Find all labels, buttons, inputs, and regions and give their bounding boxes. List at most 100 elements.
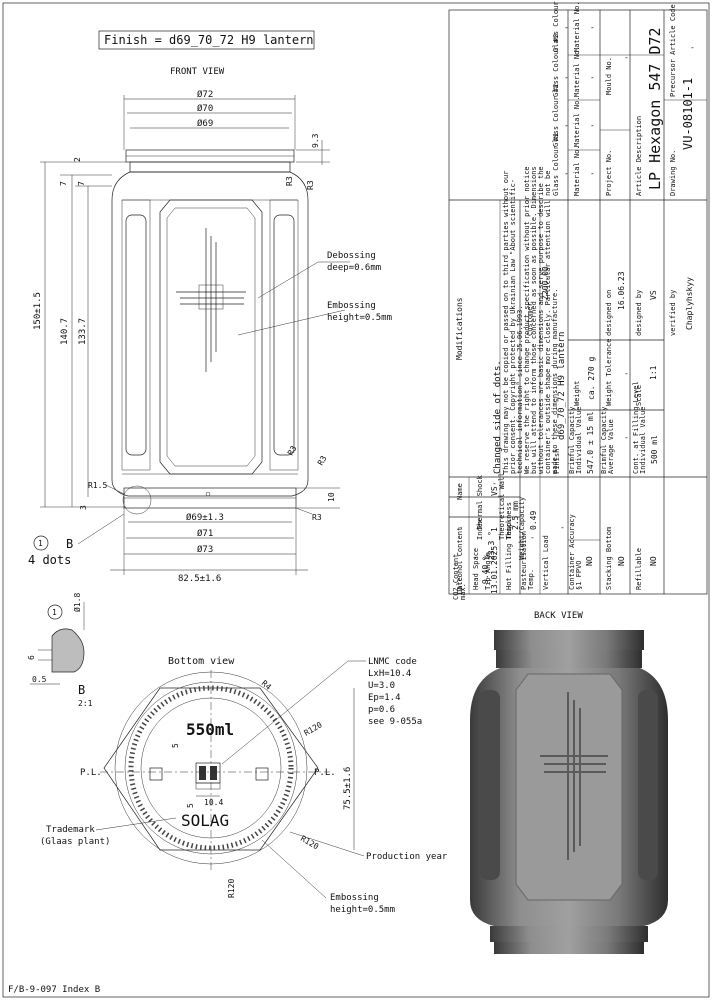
hotfill-label: Hot Filling Temp.	[505, 518, 513, 590]
dash-7: -	[564, 121, 569, 130]
wall-label-1: Theoretical Wall	[498, 473, 506, 540]
mould-label: Mould No.	[605, 57, 613, 95]
note-7: container's outside shape more closely. …	[544, 171, 552, 474]
weight-label: Weight	[573, 381, 581, 406]
dim-9-3: 9.3	[311, 133, 320, 148]
tip-label: Tip Angle	[484, 552, 492, 590]
bottom-view-outline	[100, 670, 330, 870]
note-6: without tolerances are basic dimensions …	[537, 166, 545, 474]
detail-b-scale: 2:1	[78, 699, 93, 708]
brimful-value: 547.0 ± 15 ml	[586, 411, 595, 474]
lnmc-6: see 9-055a	[368, 717, 422, 727]
title-block-frame	[448, 9, 708, 595]
designed-by-label: designed by	[635, 290, 643, 336]
bottom-volume-mark: 550ml	[186, 720, 234, 739]
refillable-value: NO	[649, 556, 658, 566]
note-4: We reserve the right to change product s…	[523, 166, 531, 474]
container-acc-value: NO	[585, 556, 594, 566]
brimful-avg-value: -	[624, 433, 629, 442]
weight-value: ca. 270 g	[587, 356, 596, 400]
pl-left: P.L.	[80, 768, 102, 778]
embossing-note-1: Embossing	[327, 301, 376, 311]
back-view-render	[470, 630, 668, 954]
mod-col-name: Name	[456, 483, 464, 500]
bottom-embossing-1: Embossing	[330, 893, 379, 903]
finish-label: Finish	[553, 449, 561, 474]
brimful-label-1: Brimful Capacity	[568, 407, 576, 474]
detail-b-num: 1	[52, 608, 57, 617]
dash-8: -	[564, 169, 569, 178]
fill-value: 500 ml	[650, 435, 659, 464]
detail-b-shape	[51, 628, 85, 673]
detail-ref-num: 1	[38, 539, 43, 548]
trademark-2: (Glaas plant)	[40, 837, 110, 847]
debossing-note-2: deep=0.6mm	[327, 263, 381, 273]
dim-r3-lower-b: R3	[316, 454, 329, 467]
mod-row-name: VS	[490, 486, 499, 496]
mod-row-date: 13.01.2025	[490, 546, 499, 594]
dim-d73: Ø73	[197, 544, 213, 555]
dim-82-5: 82.5±1.6	[178, 574, 221, 584]
scale-value: 1:1	[649, 365, 658, 380]
weight-tol-label: Weight Tolerance	[605, 339, 613, 406]
dim-7a: 7	[59, 181, 68, 186]
container-acc-label-2: §1 FPVO	[575, 560, 583, 590]
dim-r120-c: R120	[227, 879, 236, 898]
drawing-value: VU-08101-1	[681, 78, 695, 150]
drawing-label: Drawing No.	[669, 150, 677, 196]
customer-label: Customer	[526, 302, 534, 336]
dim-r120-b: R120	[299, 834, 320, 852]
dim-d72: Ø72	[197, 89, 213, 100]
container-acc-label-1: Container Accuracy	[568, 514, 576, 590]
dim-7b: 7	[77, 181, 86, 186]
detail-b-dim6: 6	[27, 655, 36, 660]
cross-emblem	[176, 228, 246, 372]
lnmc-5: p=0.6	[368, 705, 395, 715]
note-3: technical information" since 25.06.1993.	[516, 305, 524, 474]
alcohol-label: Alcohol Content	[456, 527, 464, 590]
bottle-front-base	[122, 485, 297, 515]
material-no-2: Material No.	[573, 46, 581, 97]
thermal-label: Thermal Shock	[476, 474, 484, 530]
bottle-front-neck	[111, 149, 309, 497]
wall-value: 2.5 mm	[511, 501, 520, 530]
designed-on-value: 16.06.23	[617, 271, 626, 310]
trademark-1: Trademark	[46, 825, 95, 835]
note-8: made to these dimensions during manufact…	[551, 289, 559, 474]
glass-colour-4: Glass Colour #4	[552, 0, 560, 52]
embossing-note-2: height=0.5mm	[327, 313, 392, 323]
detail-ref-circle	[33, 535, 49, 551]
scale-label: Scale	[635, 385, 643, 406]
stacking-value: NO	[617, 556, 626, 566]
dash-3: -	[590, 121, 595, 130]
wcap-label: Weight/Capacity	[518, 497, 526, 560]
dim-3: 3	[79, 505, 88, 510]
dim-height-133-7: 133.7	[78, 318, 88, 345]
finish-value: d69_70_72 H9 lantern	[557, 332, 567, 440]
article-label: Article Description	[635, 116, 643, 196]
mould-value: -	[624, 53, 629, 62]
detail-b-dia: Ø1.8	[72, 593, 82, 612]
dim-d69-tol: Ø69±1.3	[186, 512, 224, 523]
customer-value: Z200.00	[541, 266, 550, 300]
dash-6: -	[564, 73, 569, 82]
bottom-embossing-2: height=0.5mm	[330, 905, 395, 915]
dim-10-4: 10.4	[204, 798, 223, 807]
dash-4: -	[590, 169, 595, 178]
dim-height-150: 150±1.5	[33, 292, 43, 330]
weight-tol-value: -	[624, 369, 629, 378]
precursor-label: Precursor Article Code	[669, 4, 677, 97]
co2-label-1: CO2 Content	[452, 554, 460, 600]
designed-by-value: VS	[649, 290, 658, 300]
glass-colour-2: Glass Colour #2	[552, 84, 560, 147]
co2-value: -	[472, 553, 477, 562]
fill-label-2: Individual Value	[639, 407, 647, 474]
dim-d70: Ø70	[197, 103, 213, 114]
fill-label-1: Cont. at Filling Level	[632, 381, 640, 474]
mod-col-date: Date	[456, 577, 464, 594]
material-no-1: Material No.	[573, 1, 581, 52]
detail-b-circle	[47, 604, 63, 620]
precursor-value: -	[690, 43, 695, 52]
dim-r120-a: R120	[303, 720, 324, 738]
